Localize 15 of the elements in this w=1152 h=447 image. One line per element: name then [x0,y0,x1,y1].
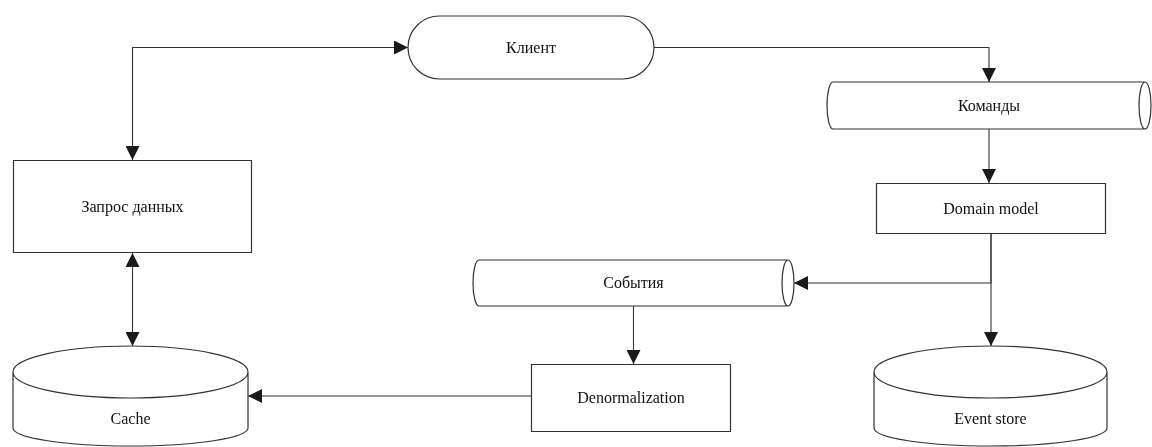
node-label: Event store [954,410,1027,428]
node-label: Domain model [943,199,1039,218]
node-label: Команды [957,96,1021,115]
arrow [653,46,996,83]
node-label: Клиент [506,38,556,57]
arrow [984,233,998,347]
node-label: Denormalization [577,389,685,407]
arrow [125,40,409,161]
arrow [247,389,532,403]
node-label: Cache [110,410,151,428]
node-label: События [603,274,664,292]
node-label: Запрос данных [81,197,184,216]
arrow [982,128,996,184]
arrow [125,252,140,347]
arrow [626,305,641,365]
